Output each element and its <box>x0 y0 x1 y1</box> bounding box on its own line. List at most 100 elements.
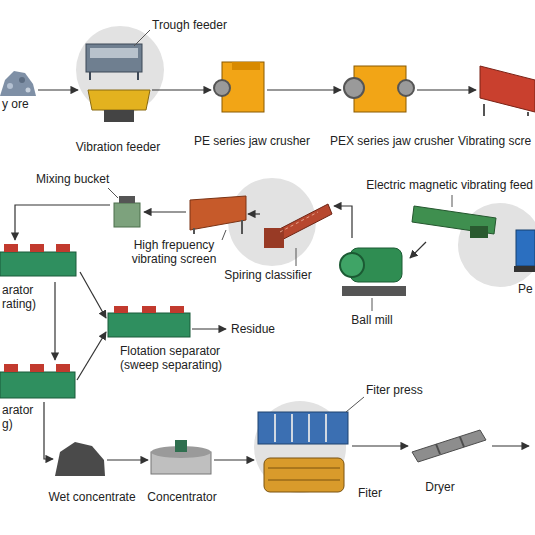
filter-plate <box>274 414 276 442</box>
ore-lump <box>26 88 31 93</box>
ore-lump <box>7 83 13 89</box>
output-box: Residue <box>228 321 278 337</box>
flow-arrow <box>417 89 476 90</box>
flow-arrow <box>38 89 78 90</box>
flotation-motor <box>4 364 18 372</box>
classifier-spiral <box>280 212 318 232</box>
feeder-motor <box>104 110 134 122</box>
screen-leg <box>193 228 195 234</box>
equipment-label: High frepuency vibrating screen <box>128 238 220 266</box>
equipment-label: arator rating) <box>2 283 46 311</box>
equipment-label: y ore <box>2 97 29 111</box>
flywheel <box>344 78 364 98</box>
flotation-cells <box>0 372 75 398</box>
concentrator-drive <box>175 440 187 452</box>
screen-leg <box>241 220 243 234</box>
dryer-ring <box>460 437 464 447</box>
flotation-motor <box>56 364 70 372</box>
mixing-bucket <box>114 203 140 227</box>
filter-plate <box>291 414 293 442</box>
equipment-node: High frepuency vibrating screen <box>188 192 246 234</box>
equipment-label: Fiter press <box>366 383 423 397</box>
mill-gear <box>340 253 364 277</box>
equipment-label: PEX series jaw crusher <box>330 134 454 148</box>
bucket-motor <box>119 196 135 203</box>
rotary-dryer <box>412 430 486 462</box>
flotation-cells <box>0 252 76 276</box>
equipment-node: Dryer <box>410 428 486 460</box>
high-frequency-screen <box>190 196 246 230</box>
equipment-node: Fiter pressFiter <box>256 408 350 496</box>
flow-arrow <box>54 282 55 360</box>
ore-lump <box>19 77 25 83</box>
mill-base <box>342 286 406 296</box>
equipment-label: Dryer <box>425 480 454 494</box>
flow-arrow <box>144 211 186 212</box>
equipment-label: Fiter <box>358 486 382 500</box>
ore-pile <box>0 71 36 96</box>
equipment-node: Electric magnetic vibrating feed <box>412 198 497 240</box>
equipment-label: Ball mill <box>351 313 392 327</box>
feeder-leg <box>89 72 91 80</box>
equipment-label: Flotation separator (sweep separating) <box>120 344 232 372</box>
feeder-leg <box>137 72 139 80</box>
flow-arrow <box>107 459 148 460</box>
equipment-node: Trough feederVibration feeder <box>80 38 150 130</box>
flotation-motor <box>4 244 18 252</box>
backdrop-circle <box>76 26 164 114</box>
flow-arrow <box>334 206 352 238</box>
flotation-cells <box>108 313 190 337</box>
flotation-motor <box>30 244 44 252</box>
equipment-node: Wet concentrate <box>55 440 105 478</box>
leader-line <box>222 230 226 240</box>
filter-plate <box>325 414 327 442</box>
flywheel <box>398 80 414 96</box>
screen-leg <box>483 104 485 116</box>
equipment-label: Mixing bucket <box>36 172 109 186</box>
flow-arrow <box>192 328 226 329</box>
equipment-label: arator g) <box>2 403 40 431</box>
outflow-arrow <box>492 445 529 446</box>
equipment-label: PE series jaw crusher <box>194 134 310 148</box>
machine-base <box>514 266 535 272</box>
equipment-label: Spiring classifier <box>224 268 311 282</box>
equipment-label: Electric magnetic vibrating feed <box>366 178 533 192</box>
flow-arrow <box>77 332 106 380</box>
equipment-node: Pe <box>512 225 535 273</box>
leader-line <box>108 188 118 198</box>
equipment-node: Mixing bucket <box>112 195 142 228</box>
drum-stripe <box>268 468 340 469</box>
trough-feeder <box>86 44 142 72</box>
feeder-magnet <box>470 226 488 238</box>
vibration-feeder <box>88 90 150 110</box>
leader-line <box>346 397 364 412</box>
dryer-ring <box>436 444 440 454</box>
flow-arrow <box>248 213 260 214</box>
equipment-label: Trough feeder <box>152 18 227 32</box>
filter-press <box>258 412 348 444</box>
flow-arrow <box>80 272 106 318</box>
equipment-label: Vibrating scre <box>458 134 531 148</box>
equipment-node: Flotation separator (sweep separating) <box>108 305 190 340</box>
equipment-node: arator g) <box>0 362 75 400</box>
vibrating-screen <box>480 66 535 112</box>
equipment-node: Ball mill <box>338 240 408 300</box>
screen-leg <box>527 112 529 116</box>
equipment-node: Spiring classifier <box>262 198 332 250</box>
leader-line <box>452 195 453 207</box>
equipment-node: PE series jaw crusher <box>213 55 265 117</box>
leader-line <box>134 30 150 46</box>
flotation-motor <box>30 364 44 372</box>
flotation-motor <box>56 244 70 252</box>
flow-arrow <box>352 445 408 446</box>
flow-arrow <box>410 242 426 258</box>
equipment-label: Vibration feeder <box>76 140 161 154</box>
trough-feeder-top <box>90 48 138 58</box>
equipment-node: y ore <box>0 68 36 96</box>
filter-plate <box>308 414 310 442</box>
equipment-node: Vibrating scre <box>478 55 535 117</box>
drum-stripe <box>268 480 340 481</box>
equipment-label: Pe <box>518 282 533 296</box>
